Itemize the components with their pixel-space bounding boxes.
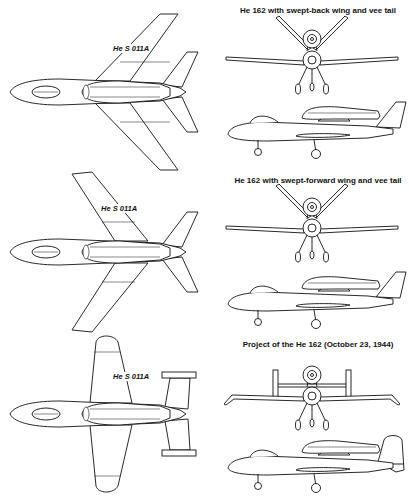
side-view: [228, 436, 404, 493]
plan-view: [10, 14, 198, 170]
engine-callout: He S 011A: [100, 204, 138, 213]
view-heading: Project of the He 162 (October 23, 1944): [243, 340, 394, 349]
engine-callout: He S 011A: [112, 44, 150, 53]
view-heading: He 162 with swept-forward wing and vee t…: [234, 176, 401, 185]
side-view: [228, 102, 406, 159]
engine-callout: He S 011A: [112, 372, 150, 381]
view-heading: He 162 with swept-back wing and vee tail: [240, 6, 396, 15]
plan-view: [10, 336, 196, 492]
front-view: [226, 184, 398, 262]
front-view: [224, 366, 400, 430]
front-view: [226, 16, 398, 94]
side-view: [228, 272, 406, 329]
plan-view: [10, 172, 198, 332]
